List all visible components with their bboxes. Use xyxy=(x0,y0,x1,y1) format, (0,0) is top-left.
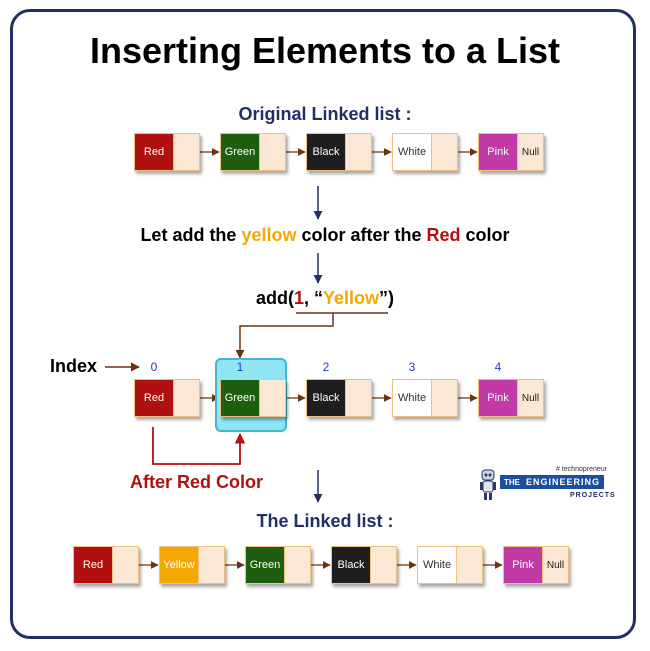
list-node: Black xyxy=(306,379,372,417)
logo-the: THE xyxy=(504,477,520,487)
node-pointer xyxy=(174,133,200,171)
node-pointer: Null xyxy=(543,546,569,584)
node-pointer xyxy=(113,546,139,584)
node-pointer: Null xyxy=(518,133,544,171)
instruction-red-word: Red xyxy=(426,225,461,245)
instruction-yellow-word: yellow xyxy=(241,225,297,245)
node-value: Black xyxy=(306,379,346,417)
code-part: ”) xyxy=(379,288,395,308)
code-element-value: Yellow xyxy=(323,288,380,308)
logo-name: ENGINEERING xyxy=(526,477,601,487)
logo-hashtag: # technopreneur xyxy=(556,466,607,473)
insert-pointer xyxy=(235,313,334,359)
node-value: Red xyxy=(134,133,174,171)
node-value: Green xyxy=(220,379,260,417)
node-pointer xyxy=(346,379,372,417)
node-value: White xyxy=(417,546,457,584)
node-value: White xyxy=(392,133,432,171)
node-value: Red xyxy=(134,379,174,417)
node-pointer xyxy=(199,546,225,584)
original-list-heading: Original Linked list : xyxy=(238,104,412,124)
node-value: Yellow xyxy=(159,546,199,584)
node-value: Black xyxy=(306,133,346,171)
list-node: White xyxy=(417,546,483,584)
result-list-heading: The Linked list : xyxy=(256,511,394,531)
node-pointer xyxy=(260,379,286,417)
list-node: Black xyxy=(331,546,397,584)
instruction-part: color xyxy=(460,225,510,245)
link-arrows xyxy=(123,148,503,569)
robot-icon xyxy=(480,469,496,500)
instruction-part: Let add the xyxy=(140,225,242,245)
code-snippet: add(1, “Yellow”) xyxy=(0,288,650,309)
list-node: White xyxy=(392,133,458,171)
list-node: Green xyxy=(220,379,286,417)
after-red-label: After Red Color xyxy=(130,472,264,492)
index-number: 2 xyxy=(322,360,330,374)
node-value: Green xyxy=(220,133,260,171)
node-value: Red xyxy=(73,546,113,584)
index-number: 0 xyxy=(150,360,158,374)
list-node: Red xyxy=(134,379,200,417)
list-node: Red xyxy=(134,133,200,171)
code-index-value: 1 xyxy=(293,288,304,308)
node-value: Pink xyxy=(478,133,518,171)
node-pointer xyxy=(432,379,458,417)
node-value: Black xyxy=(331,546,371,584)
engineering-projects-logo: # technopreneur THE ENGINEERING PROJECTS xyxy=(478,466,628,506)
diagram-frame xyxy=(10,9,636,639)
logo-sub: PROJECTS xyxy=(570,492,616,499)
node-value: Pink xyxy=(503,546,543,584)
list-node: Green xyxy=(245,546,311,584)
node-pointer xyxy=(174,379,200,417)
index-label: Index xyxy=(50,356,98,376)
node-pointer: Null xyxy=(518,379,544,417)
list-node: Black xyxy=(306,133,372,171)
list-node: White xyxy=(392,379,458,417)
node-pointer xyxy=(457,546,483,584)
node-pointer xyxy=(371,546,397,584)
node-pointer xyxy=(346,133,372,171)
node-pointer xyxy=(432,133,458,171)
code-part: , “ xyxy=(303,288,323,308)
instruction-part: color after the xyxy=(296,225,427,245)
node-value: Green xyxy=(245,546,285,584)
logo-banner: THE ENGINEERING xyxy=(500,475,605,489)
index-number: 1 xyxy=(236,360,244,374)
node-value: White xyxy=(392,379,432,417)
node-pointer xyxy=(260,133,286,171)
list-node: Yellow xyxy=(159,546,225,584)
code-part: add( xyxy=(255,288,294,308)
list-node: Red xyxy=(73,546,139,584)
node-value: Pink xyxy=(478,379,518,417)
index-number: 4 xyxy=(494,360,502,374)
instruction-text: Let add the yellow color after the Red c… xyxy=(0,225,650,246)
diagram-title: Inserting Elements to a List xyxy=(89,30,561,71)
index-number: 3 xyxy=(408,360,416,374)
node-pointer xyxy=(285,546,311,584)
list-node: Green xyxy=(220,133,286,171)
after-red-bracket xyxy=(152,427,246,465)
